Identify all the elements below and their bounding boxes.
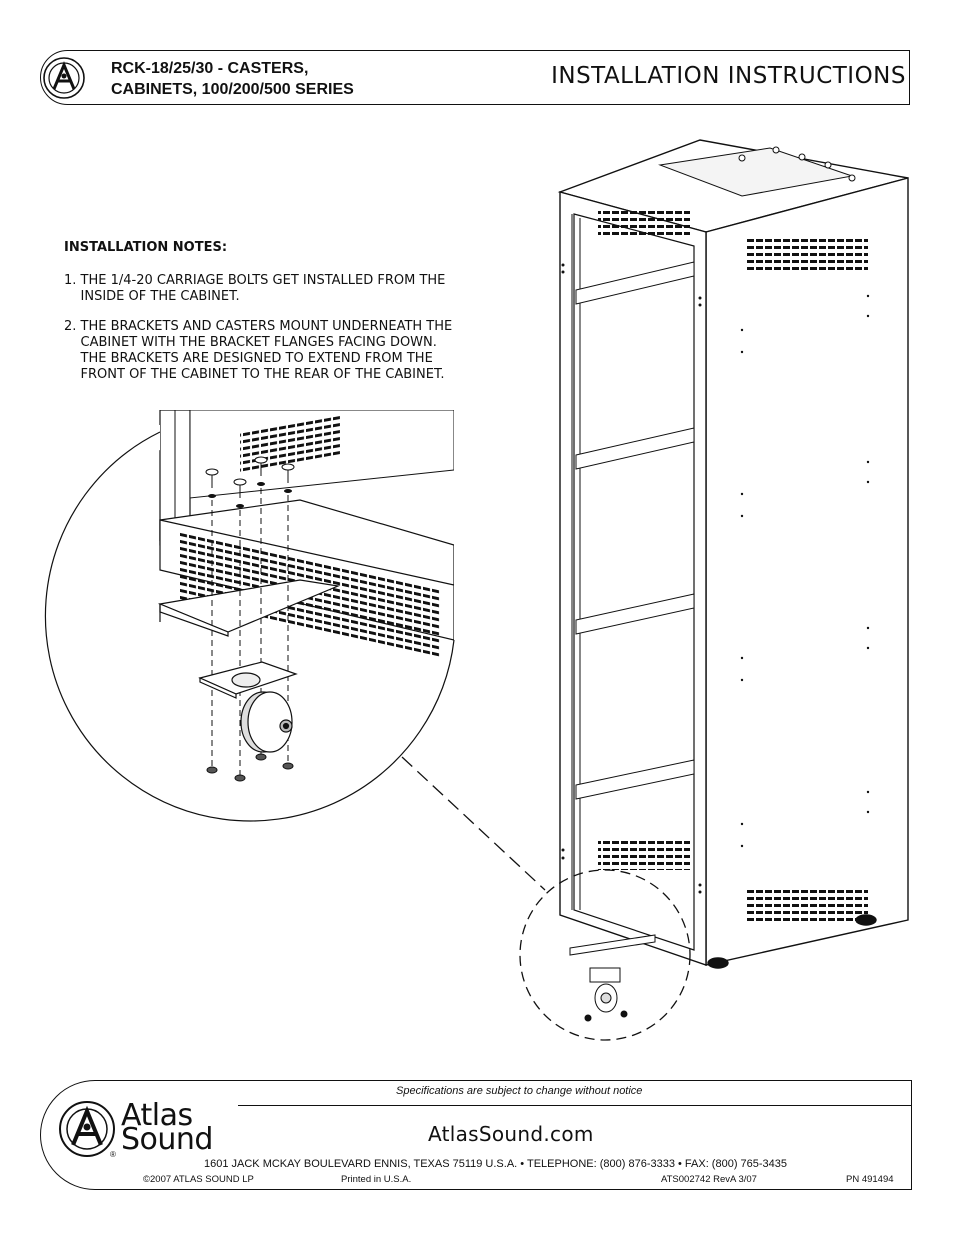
printed-in: Printed in U.S.A. (341, 1174, 412, 1185)
cabinet-side-vents (746, 238, 868, 922)
spec-notice: Specifications are subject to change wit… (396, 1085, 643, 1097)
enlarged-base-detail (159, 410, 455, 658)
note-2-line-2: CABINET WITH THE BRACKET FLANGES FACING … (64, 335, 437, 350)
caster-bracket (157, 579, 341, 637)
detail-leader-line (401, 756, 546, 891)
small-caster-detail (569, 934, 656, 1022)
header-frame (40, 50, 910, 105)
brand-name-line1: Atlas (121, 1098, 193, 1133)
product-title-line2: CABINETS, 100/200/500 SERIES (111, 81, 354, 98)
brand-name-line2: Sound (121, 1122, 213, 1157)
cabinet-front-vents (598, 208, 690, 870)
note-2-line-3: THE BRACKETS ARE DESIGNED TO EXTEND FROM… (64, 351, 433, 366)
note-1-line-2: INSIDE OF THE CABINET. (64, 289, 240, 304)
atlas-sound-logo-icon (59, 1101, 115, 1157)
note-1-line-1: 1. THE 1/4-20 CARRIAGE BOLTS GET INSTALL… (64, 273, 446, 288)
document-code: ATS002742 RevA 3/07 (661, 1174, 757, 1185)
website-link[interactable]: AtlasSound.com (428, 1122, 594, 1146)
product-title-line1: RCK-18/25/30 - CASTERS, (111, 60, 309, 77)
note-2-line-1: 2. THE BRACKETS AND CASTERS MOUNT UNDERN… (64, 319, 453, 334)
copyright: ©2007 ATLAS SOUND LP (143, 1174, 254, 1185)
installation-notes-heading: INSTALLATION NOTES: (64, 240, 228, 255)
document-title: INSTALLATION INSTRUCTIONS (551, 63, 906, 89)
registered-mark: ® (110, 1150, 116, 1159)
company-address: 1601 JACK MCKAY BOULEVARD ENNIS, TEXAS 7… (204, 1158, 788, 1170)
rack-holes (561, 263, 870, 894)
atlas-logo-icon (43, 57, 85, 99)
footer-divider (238, 1105, 911, 1106)
product-title: RCK-18/25/30 - CASTERS, CABINETS, 100/20… (111, 58, 354, 100)
caster-wheel (198, 661, 298, 753)
note-2-line-4: FRONT OF THE CABINET TO THE REAR OF THE … (64, 367, 445, 382)
detail-callout-circle (519, 869, 691, 1041)
part-number: PN 491494 (846, 1174, 894, 1185)
hex-nuts (206, 753, 294, 782)
footer-frame (40, 1080, 912, 1190)
installation-drawing (44, 139, 909, 1041)
